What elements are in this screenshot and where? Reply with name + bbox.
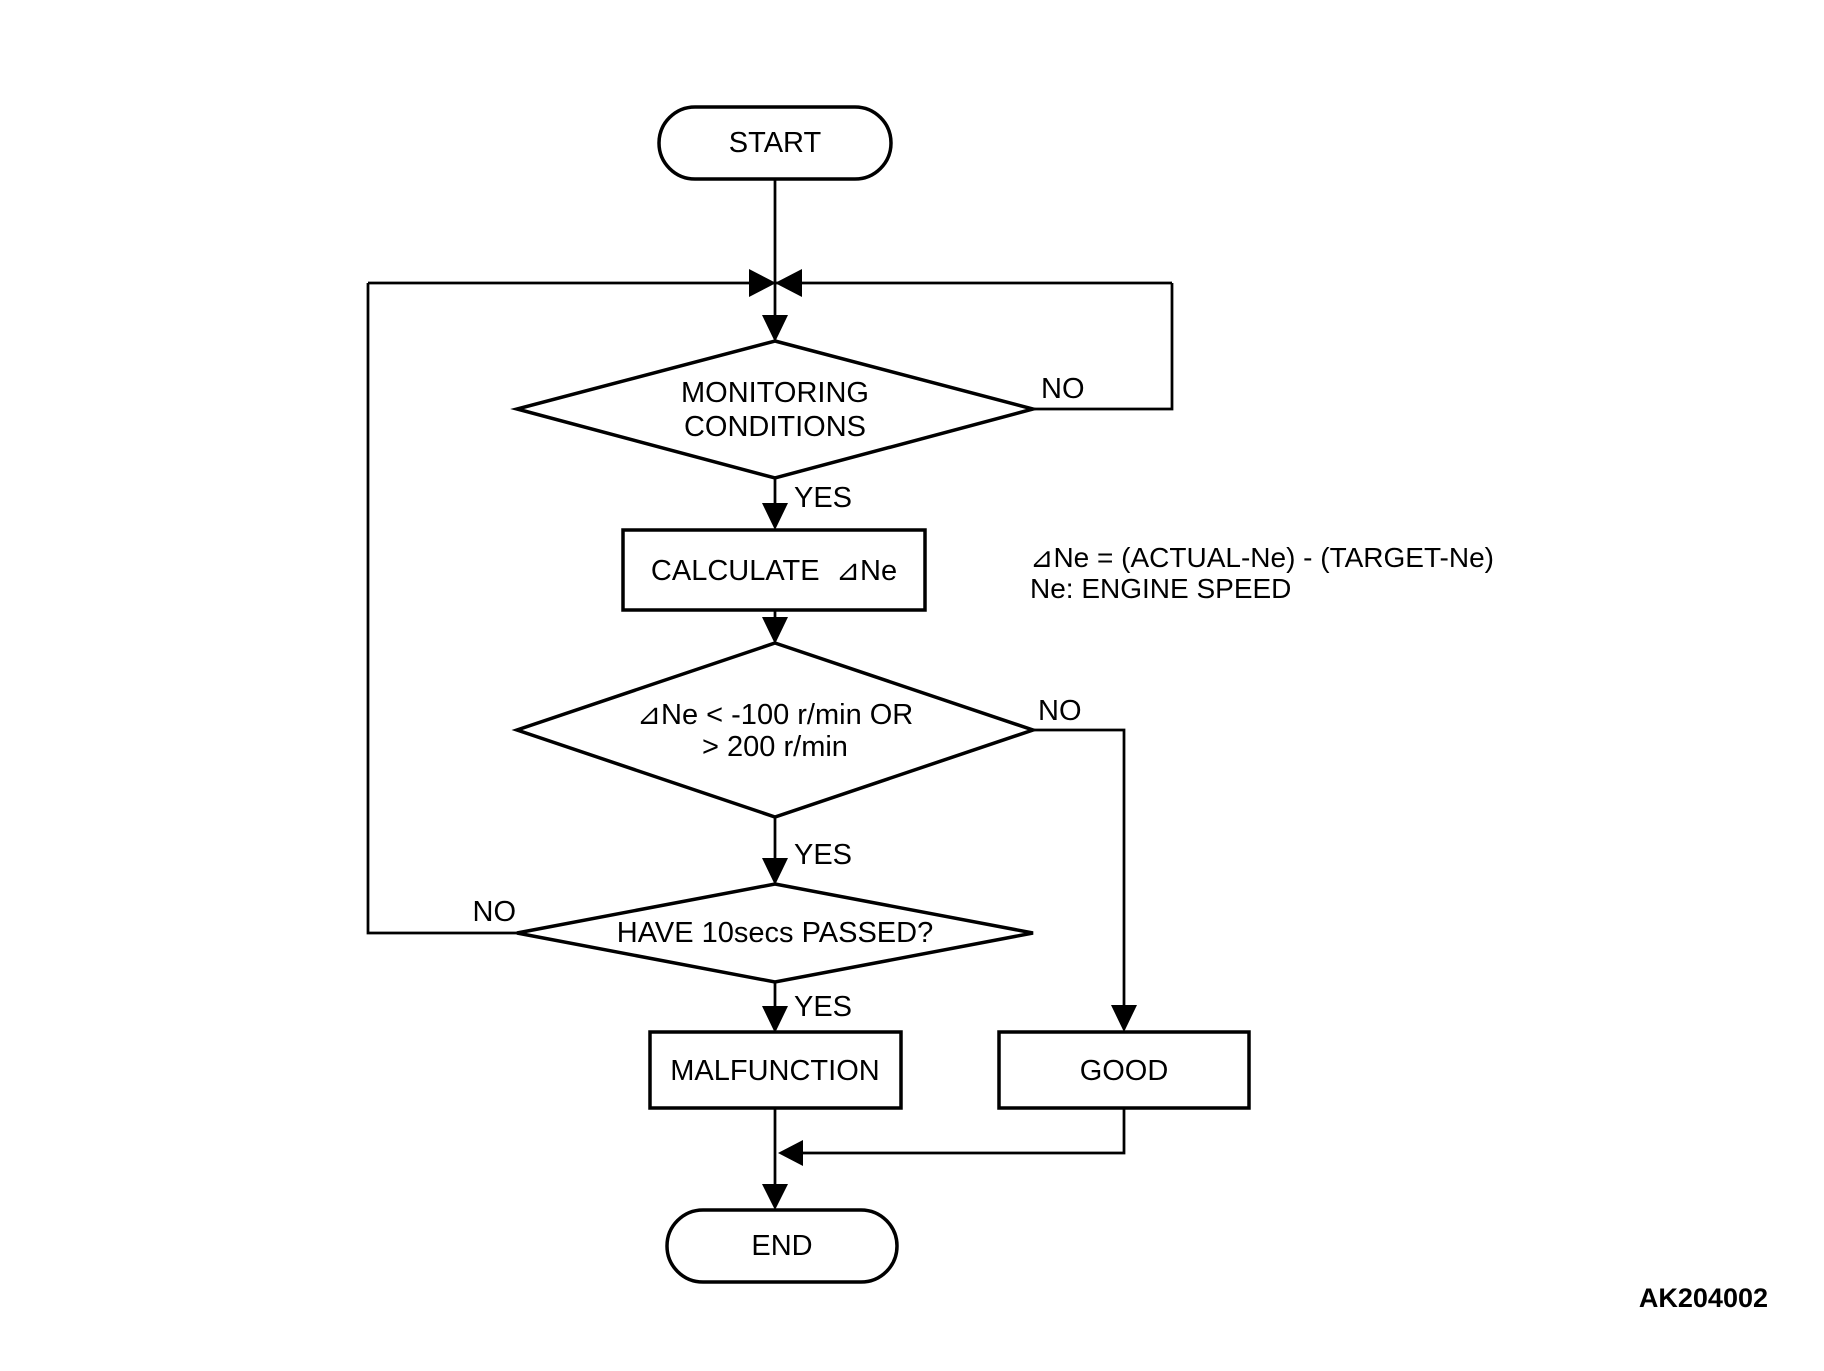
malfunction-label: MALFUNCTION <box>670 1055 879 1087</box>
monitoring-conditions-label-line1: MONITORING <box>681 377 869 409</box>
tensecs-no-label: NO <box>473 896 517 928</box>
calculate-label: CALCULATE ⊿Ne <box>651 555 897 587</box>
start-label: START <box>729 127 822 159</box>
calculate-node <box>621 528 927 612</box>
good-node <box>997 1030 1251 1110</box>
monitoring-conditions-decision <box>510 339 1040 480</box>
arrowhead-into-good-icon <box>1111 1005 1137 1032</box>
tensecs-passed-decision <box>516 882 1034 984</box>
monitoring-conditions-label-line2: CONDITIONS <box>684 411 866 443</box>
delta-no-label: NO <box>1038 695 1082 727</box>
arrowhead-into-tensecs-icon <box>762 858 788 885</box>
monitoring-yes-label: YES <box>794 482 852 514</box>
delta-ne-decision <box>511 641 1039 819</box>
arrowhead-into-end-icon <box>762 1184 788 1210</box>
junction-right-arrowhead-icon <box>775 269 802 297</box>
end-node <box>665 1208 899 1284</box>
malfunction-node <box>648 1030 903 1110</box>
junction-left-arrowhead-icon <box>749 269 776 297</box>
arrowhead-into-calculate-icon <box>762 503 788 530</box>
tensecs-passed-label: HAVE 10secs PASSED? <box>617 917 933 949</box>
edge-delta-no-to-good <box>1033 728 1126 1008</box>
delta-ne-label-line2: > 200 r/min <box>702 731 848 763</box>
note-ne-definition: Ne: ENGINE SPEED <box>1030 573 1291 604</box>
arrowhead-into-malfunction-icon <box>762 1006 788 1033</box>
arrowhead-merge-left-icon <box>778 1140 803 1166</box>
arrowhead-into-delta-check-icon <box>762 617 788 644</box>
edge-tensecs-no-loop <box>366 283 517 935</box>
note-delta-definition: ⊿Ne = (ACTUAL-Ne) - (TARGET-Ne) <box>1030 542 1494 573</box>
tensecs-yes-label: YES <box>794 991 852 1023</box>
edge-monitoring-no-loop <box>1033 283 1174 411</box>
edge-good-merge <box>801 1108 1126 1155</box>
monitoring-no-label: NO <box>1041 373 1085 405</box>
delta-ne-label-line1: ⊿Ne < -100 r/min OR <box>637 699 914 731</box>
end-label: END <box>751 1230 812 1262</box>
arrowhead-into-monitoring-icon <box>762 315 788 342</box>
delta-yes-label: YES <box>794 839 852 871</box>
start-node <box>657 105 893 181</box>
figure-code: AK204002 <box>1639 1283 1768 1313</box>
good-label: GOOD <box>1080 1055 1169 1087</box>
